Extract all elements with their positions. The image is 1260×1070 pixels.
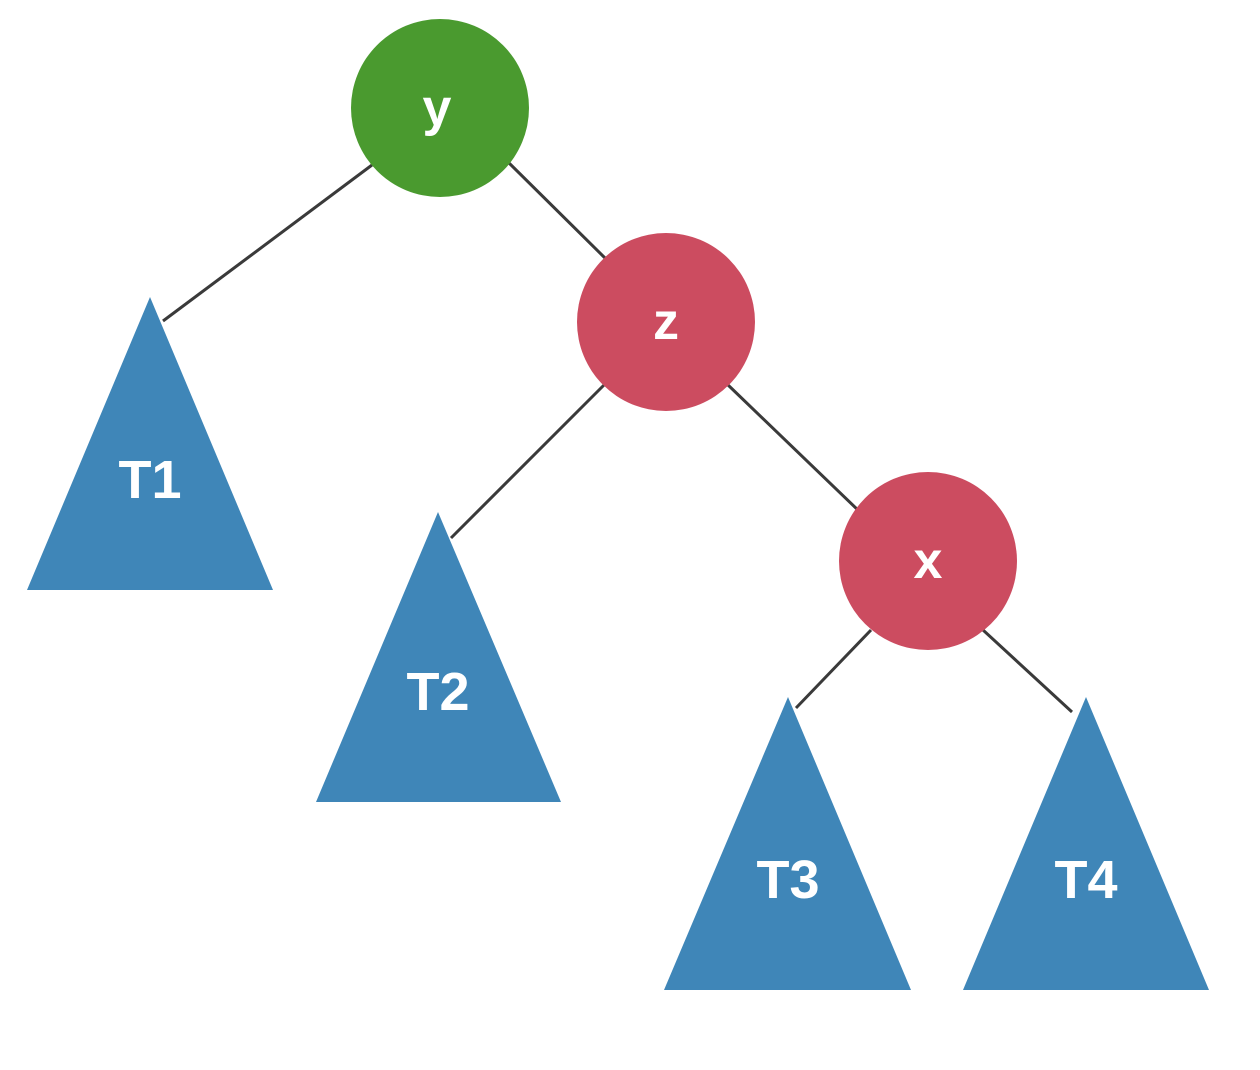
- subtree-t3: T3: [664, 697, 911, 990]
- node-x-circle: [839, 472, 1017, 650]
- subtree-t1: T1: [27, 297, 273, 590]
- node-y-label: y: [423, 79, 452, 137]
- subtree-t3-label: T3: [756, 850, 819, 910]
- node-y-circle: [351, 19, 529, 197]
- subtree-t2: T2: [316, 512, 561, 802]
- node-z-label: z: [653, 293, 679, 351]
- subtree-t1-triangle: [27, 297, 273, 590]
- subtree-t2-triangle: [316, 512, 561, 802]
- edge-z-t2: [449, 382, 607, 540]
- node-x: x: [839, 472, 1017, 650]
- node-z: z: [577, 233, 755, 411]
- edge-x-t4: [981, 628, 1074, 714]
- edges: [162, 160, 1074, 714]
- edge-y-z: [506, 160, 607, 260]
- subtree-t3-triangle: [664, 697, 911, 990]
- subtree-t2-label: T2: [406, 662, 469, 722]
- edge-z-x: [725, 382, 862, 514]
- edge-y-t1: [162, 163, 373, 323]
- node-x-label: x: [914, 532, 943, 590]
- subtree-t4: T4: [963, 697, 1209, 990]
- subtree-t1-label: T1: [118, 450, 181, 510]
- subtree-t4-triangle: [963, 697, 1209, 990]
- edge-x-t3: [794, 628, 873, 710]
- node-z-circle: [577, 233, 755, 411]
- subtree-t4-label: T4: [1054, 850, 1117, 910]
- node-y: y: [351, 19, 529, 197]
